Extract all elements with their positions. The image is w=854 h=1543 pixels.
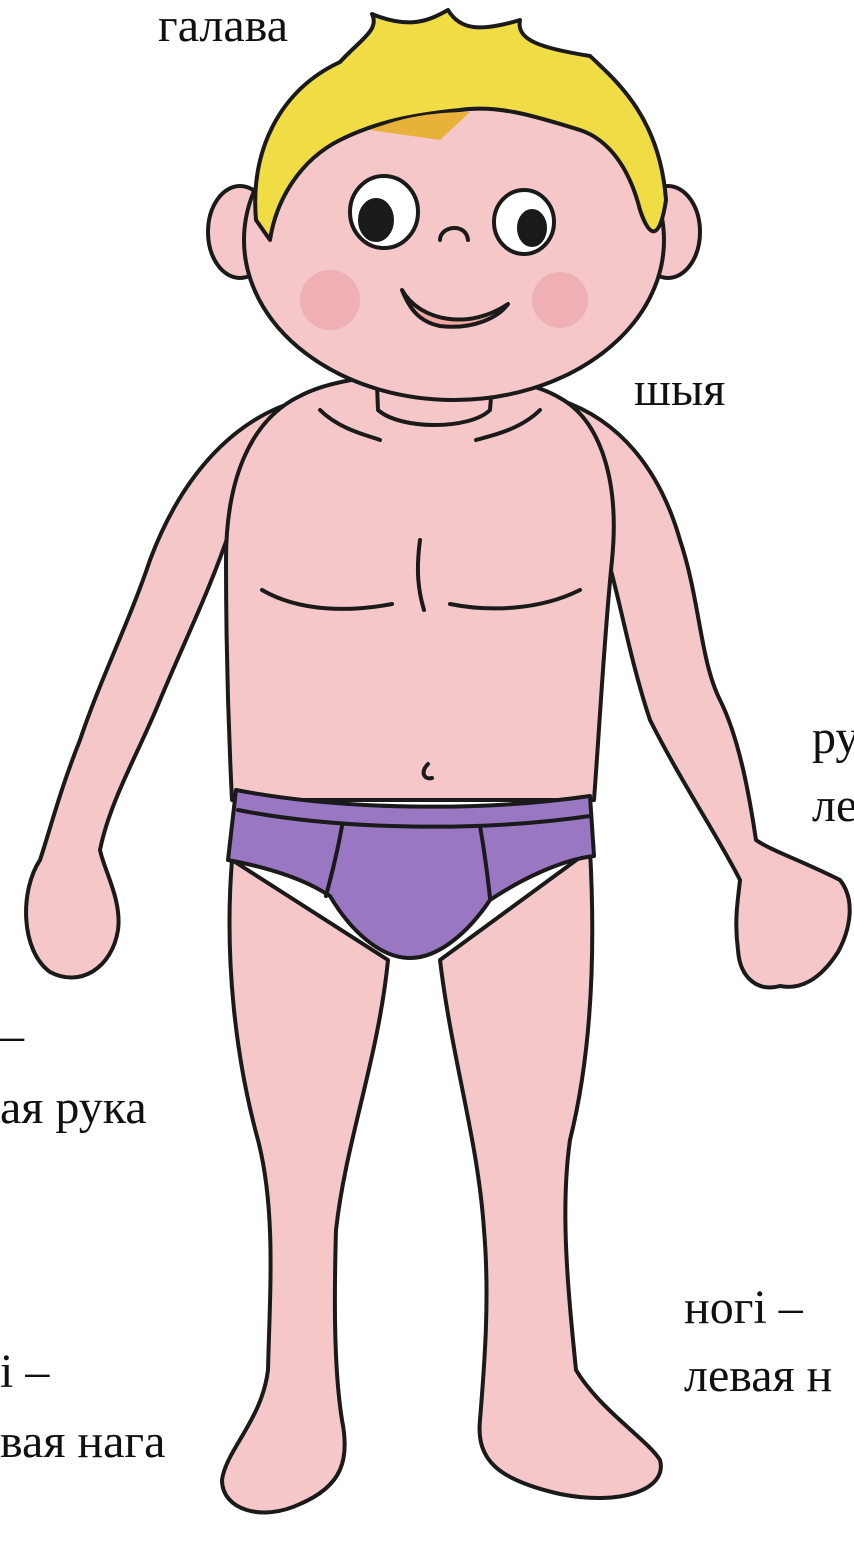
left-leg: [440, 850, 661, 1498]
label-leg-left-line1: і –: [0, 1348, 49, 1396]
label-arm-left-line2: ая рука: [0, 1084, 147, 1132]
right-leg: [222, 860, 388, 1512]
label-arm-right-line2: ле: [812, 782, 854, 830]
left-cheek: [532, 272, 588, 328]
label-arm-right-line1: ру: [812, 714, 854, 762]
label-neck: шыя: [634, 366, 725, 414]
left-pupil: [519, 211, 545, 245]
label-leg-right-line1: ногі –: [684, 1284, 803, 1332]
label-leg-right-line2: левая н: [684, 1352, 832, 1400]
label-leg-left-line2: вая нага: [0, 1418, 165, 1466]
right-pupil: [360, 200, 392, 240]
right-cheek: [300, 270, 360, 330]
label-arm-left-line1: –: [0, 1012, 24, 1060]
label-head: галава: [158, 2, 288, 50]
